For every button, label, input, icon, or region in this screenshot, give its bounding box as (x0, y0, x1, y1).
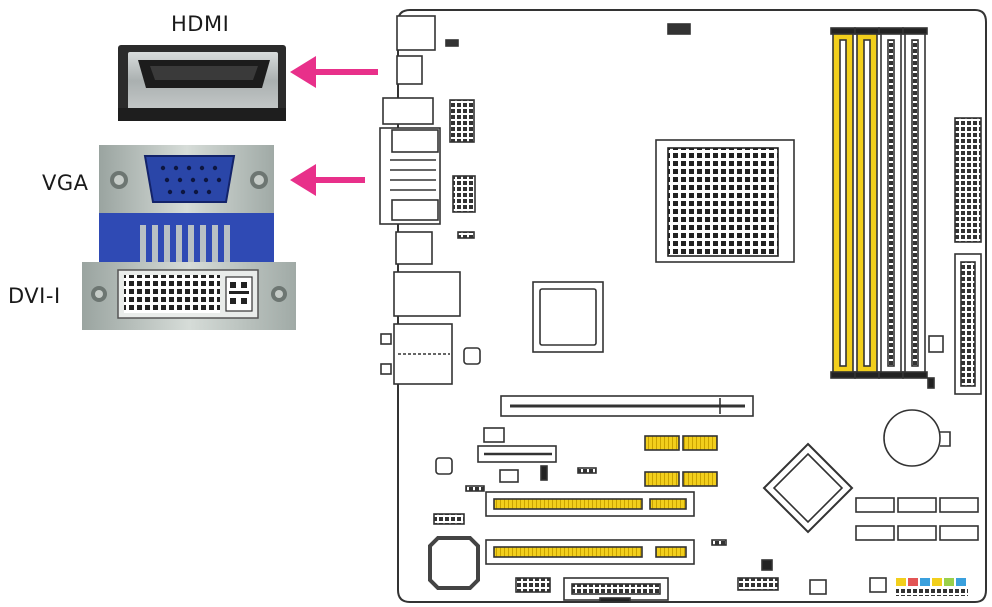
vga-arrow (290, 164, 365, 196)
vga-port (99, 145, 274, 263)
motherboard (380, 10, 986, 602)
hdmi-port (118, 45, 286, 121)
hdmi-arrow (290, 56, 378, 88)
dvi-i-port (82, 262, 296, 330)
